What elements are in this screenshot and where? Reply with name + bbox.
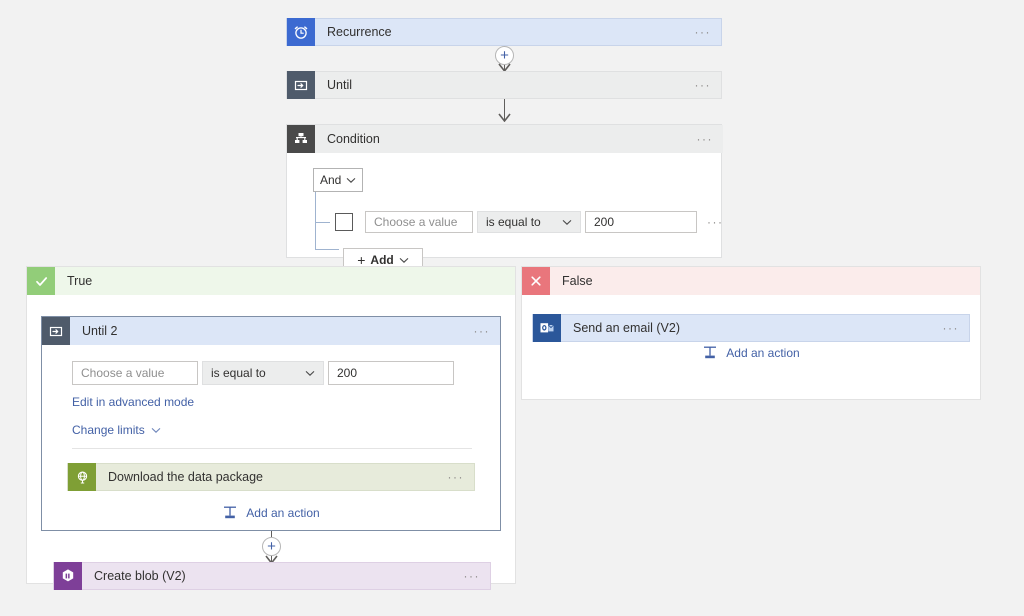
insert-action-icon (224, 506, 237, 519)
comparator-label: is equal to (486, 215, 541, 229)
action-card-until2[interactable]: Until 2 ··· (42, 317, 500, 345)
connector-recurrence-until: + (495, 46, 514, 72)
condition-row-overflow-menu-icon[interactable]: ··· (707, 215, 724, 229)
azure-blob-icon (54, 562, 82, 590)
insert-step-button[interactable]: + (495, 46, 514, 65)
action-title: Until (327, 78, 353, 92)
chevron-down-icon (346, 177, 356, 183)
until2-compare-value-input[interactable]: 200 (328, 361, 454, 385)
action-card-create-blob[interactable]: Create blob (V2) ··· (53, 562, 491, 590)
checkmark-icon (27, 267, 55, 295)
insert-action-icon (704, 346, 717, 359)
comparator-label: is equal to (211, 366, 266, 380)
until2-condition-row: Choose a value is equal to 200 (72, 361, 454, 385)
alarm-clock-icon (287, 18, 315, 46)
change-limits-label: Change limits (72, 423, 145, 437)
action-card-download-data-package[interactable]: Download the data package ··· (67, 463, 475, 491)
add-action-label: Add an action (246, 505, 320, 520)
condition-row-checkbox[interactable] (335, 213, 353, 231)
plus-icon: + (357, 252, 366, 268)
until2-comparator-select[interactable]: is equal to (202, 361, 324, 385)
branch-header-true: True (27, 267, 515, 295)
chevron-down-icon (562, 219, 572, 225)
action-title: Download the data package (108, 470, 263, 484)
branch-label: True (67, 274, 93, 288)
globe-icon (68, 463, 96, 491)
insert-step-button[interactable]: + (262, 537, 281, 556)
add-an-action-button-true[interactable]: Add an action (42, 505, 500, 520)
scope-until2: Until 2 ··· Choose a value is equal to 2… (41, 316, 501, 531)
close-x-icon (522, 267, 550, 295)
overflow-menu-icon[interactable]: ··· (694, 78, 711, 92)
loop-icon (287, 71, 315, 99)
overflow-menu-icon[interactable]: ··· (447, 470, 464, 484)
until2-value-input[interactable]: Choose a value (72, 361, 198, 385)
branch-label: False (562, 274, 593, 288)
action-title: Create blob (V2) (94, 569, 186, 583)
edit-in-advanced-mode-link[interactable]: Edit in advanced mode (72, 395, 195, 409)
action-card-send-an-email[interactable]: Send an email (V2) ··· (532, 314, 970, 342)
chevron-down-icon (399, 257, 409, 263)
overflow-menu-icon[interactable]: ··· (463, 569, 480, 583)
action-card-until[interactable]: Until ··· (286, 71, 722, 99)
condition-value-input[interactable]: Choose a value (365, 211, 473, 233)
action-title: Recurrence (327, 25, 392, 39)
condition-container: Condition ··· And Choose a value is equa… (286, 124, 724, 272)
condition-comparator-select[interactable]: is equal to (477, 211, 581, 233)
divider (72, 448, 472, 449)
branch-header-false: False (522, 267, 980, 295)
action-card-recurrence[interactable]: Recurrence ··· (286, 18, 722, 46)
outlook-icon (533, 314, 561, 342)
add-an-action-button-false[interactable]: Add an action (522, 345, 980, 360)
operator-label: And (320, 173, 342, 187)
overflow-menu-icon[interactable]: ··· (696, 132, 713, 146)
action-card-condition[interactable]: Condition ··· (287, 125, 723, 153)
condition-branch-icon (287, 125, 315, 153)
loop-icon (42, 317, 70, 345)
overflow-menu-icon[interactable]: ··· (473, 324, 490, 338)
condition-body: And Choose a value is equal to 200 · (287, 153, 724, 272)
overflow-menu-icon[interactable]: ··· (694, 25, 711, 39)
condition-logical-operator-dropdown[interactable]: And (313, 168, 363, 192)
action-title: Condition (327, 132, 380, 146)
action-title: Until 2 (82, 324, 118, 338)
connector-until2-createblob: + (262, 531, 281, 564)
action-title: Send an email (V2) (573, 321, 681, 335)
chevron-down-icon (305, 370, 315, 376)
arrow-head-icon (498, 113, 511, 122)
overflow-menu-icon[interactable]: ··· (942, 321, 959, 335)
connector-until-condition (498, 99, 511, 124)
add-action-label: Add an action (726, 345, 800, 360)
condition-row: Choose a value is equal to 200 ··· (335, 211, 724, 233)
chevron-down-icon (151, 427, 161, 433)
change-limits-toggle[interactable]: Change limits (72, 423, 161, 437)
condition-compare-value-input[interactable]: 200 (585, 211, 697, 233)
add-label: Add (370, 253, 394, 267)
condition-tree-lines (315, 192, 351, 250)
